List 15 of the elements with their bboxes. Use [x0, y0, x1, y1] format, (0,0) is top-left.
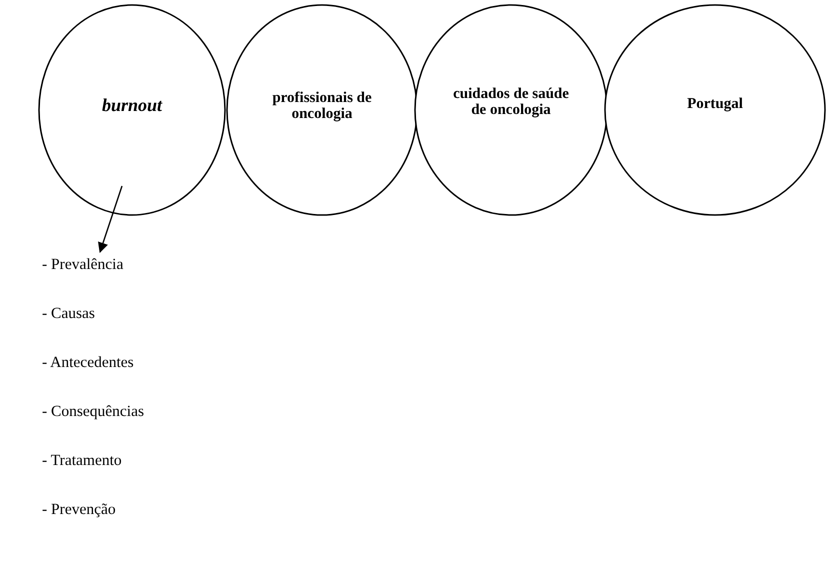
- list-item: - Prevalência: [42, 256, 124, 274]
- circle-label: burnout: [102, 96, 162, 116]
- circle-shape: [38, 4, 226, 216]
- list-item: - Prevenção: [42, 501, 116, 519]
- list-item: - Causas: [42, 305, 95, 323]
- circle-label: profissionais de oncologia: [271, 90, 373, 122]
- circle-shape: [226, 4, 418, 216]
- list-item: - Tratamento: [42, 452, 122, 470]
- circle-shape: [414, 4, 608, 216]
- arrow: [98, 186, 123, 253]
- circle-label: cuidados de saúde de oncologia: [452, 86, 570, 118]
- list-item: - Antecedentes: [42, 354, 134, 372]
- list-item: - Consequências: [42, 403, 144, 421]
- circle-shape: [604, 4, 826, 216]
- circle-label: Portugal: [687, 96, 743, 112]
